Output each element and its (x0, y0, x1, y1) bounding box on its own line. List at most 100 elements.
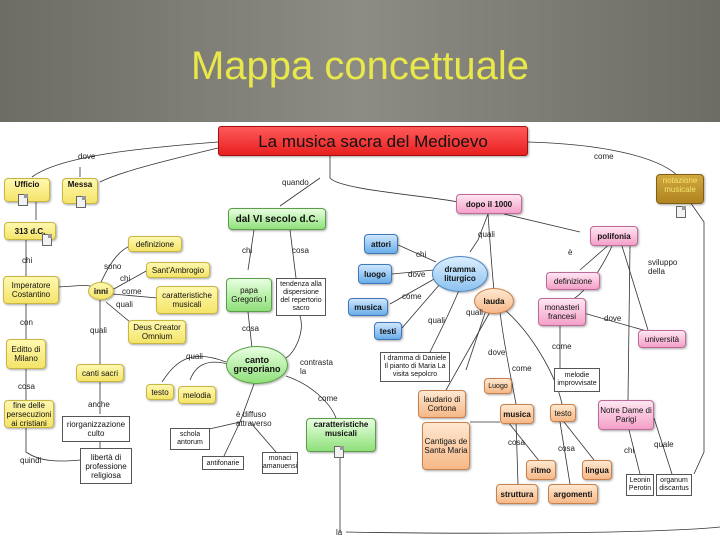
node-monasteri: monasteri francesi (538, 298, 586, 326)
node-canto: canto gregoriano (226, 346, 288, 384)
node-imperatore: Imperatore Costantino (3, 276, 59, 304)
root-label: La musica sacra del Medioevo (258, 131, 488, 151)
node-luogo2: Luogo (484, 378, 512, 394)
node-leonin: Leonin Perotin (626, 474, 654, 496)
link-label-la: la (336, 528, 343, 537)
attachment-icon[interactable] (334, 446, 344, 458)
link-label-chi-inni: chi (120, 274, 131, 283)
link-label-contrasta: contrasta la (300, 358, 333, 376)
node-notredame-label: Notre Dame di Parigi (600, 406, 652, 424)
link-1000-lauda (487, 213, 495, 291)
node-ufficio-label: Ufficio (14, 180, 40, 189)
attachment-icon[interactable] (18, 194, 28, 206)
node-melodia-label: melodia (182, 390, 211, 400)
link-label-come-canto: come (318, 394, 338, 403)
node-caratteristiche2-label: caratteristiche musicali (313, 420, 369, 438)
link-polifonia-definizione (579, 241, 613, 271)
node-musica1-label: musica (354, 302, 382, 312)
node-caratteristiche: caratteristiche musicali (156, 286, 218, 314)
link-monasteri-universita (579, 311, 651, 333)
node-313-label: 313 d.C. (14, 226, 46, 236)
link-la-bottom (345, 526, 720, 534)
link-label-dove: dove (78, 152, 96, 161)
node-cantigas: Cantigas de Santa Maria (422, 422, 470, 470)
link-label-come-top: come (594, 152, 614, 161)
node-fine: fine delle persecuzioni ai cristiani (4, 400, 54, 428)
connector-lines (25, 141, 720, 534)
link-lauda-laudario (445, 311, 491, 391)
link-canto-antifonarie (223, 421, 241, 457)
link-dramma-attori (395, 243, 437, 263)
node-improvvisate: melodie improvvisate (554, 368, 600, 392)
link-1000-polifonia (503, 213, 581, 233)
link-vi-tendenza (289, 229, 297, 279)
node-luogo2-label: Luogo (488, 382, 508, 390)
attachment-icon[interactable] (76, 196, 86, 208)
link-polifonia-universita (621, 245, 649, 331)
link-musica-struttura (515, 421, 519, 485)
node-canti-label: canti sacri (81, 368, 118, 378)
node-definizione1-label: definizione (135, 239, 175, 249)
link-testo-lingua (563, 421, 595, 461)
link-root-ufficio (31, 141, 219, 178)
link-1000-dramma (469, 213, 489, 253)
node-tendenza: tendenza alla dispersione del repertorio… (276, 278, 326, 316)
link-label-e-poli: è (568, 248, 573, 257)
node-fine-label: fine delle persecuzioni ai cristiani (6, 400, 52, 428)
link-label-quali-lauda: quali (466, 308, 483, 317)
node-liberta: libertà di professione religiosa (80, 448, 132, 484)
link-label-anche: anche (88, 400, 110, 409)
attachment-icon[interactable] (676, 206, 686, 218)
node-luogo1-label: luogo (364, 269, 386, 279)
link-lauda-testo (504, 309, 563, 405)
link-lauda-luogo (465, 309, 487, 371)
link-label-quali-1000: quali (478, 230, 495, 239)
link-papa-canto (247, 311, 253, 349)
node-testo2-label: testo (554, 408, 572, 418)
node-organum: organum discantus (656, 474, 692, 496)
node-editto-label: Editto di Milano (11, 345, 41, 363)
node-definizione2: definizione (546, 272, 600, 290)
link-label-quando: quando (282, 178, 309, 187)
node-lingua-label: lingua (585, 465, 609, 475)
node-canti: canti sacri (76, 364, 124, 382)
node-laudario-label: laudario di Cortona (423, 395, 461, 413)
node-organum-label: organum discantus (659, 477, 689, 492)
node-luogo1: luogo (358, 264, 392, 284)
node-schola: schola antorum (170, 428, 210, 450)
node-melodia: melodia (178, 386, 216, 404)
node-argomenti: argomenti (548, 484, 598, 504)
node-editto: Editto di Milano (6, 339, 46, 369)
link-polifonia-notre (627, 245, 631, 401)
link-quando-vi (279, 177, 321, 207)
node-polifonia: polifonia (590, 226, 638, 246)
link-inni-caratteristiche (111, 293, 159, 299)
node-musica2: musica (500, 404, 534, 424)
attachment-icon[interactable] (42, 234, 52, 246)
node-vi-label: dal VI secolo d.C. (235, 213, 319, 225)
node-santambrogio: Sant'Ambrogio (146, 262, 210, 278)
node-definizione1: definizione (128, 236, 182, 252)
link-label-quale: quale (654, 440, 674, 449)
link-definizione-inni (99, 245, 131, 285)
link-musica-ritmo (507, 421, 541, 463)
link-notre-organum (653, 417, 673, 475)
concept-map: La musica sacra del Medioevo Ufficio Mes… (0, 122, 720, 540)
node-riorganizzazione-label: riorganizzazione culto (66, 420, 126, 438)
node-dopo1000-label: dopo il 1000 (465, 199, 513, 209)
node-inni-label: inni (93, 286, 109, 296)
node-argomenti-label: argomenti (553, 489, 593, 499)
link-label-dove-poli: dove (604, 314, 622, 323)
node-testo1-label: testo (151, 387, 169, 397)
link-label-cosa-papa: cosa (242, 324, 259, 333)
node-papa-label: papa Gregorio I (231, 286, 267, 304)
node-struttura-label: struttura (500, 489, 534, 499)
node-canto-label: canto gregoriano (233, 355, 281, 374)
node-tendenza-label: tendenza alla dispersione del repertorio… (280, 281, 322, 312)
link-label-chi-313: chi (22, 256, 33, 265)
link-label-con: con (20, 318, 33, 327)
node-ritmo: ritmo (526, 460, 556, 480)
link-label-dove-dramma: dove (408, 270, 426, 279)
node-musica1: musica (348, 298, 388, 316)
